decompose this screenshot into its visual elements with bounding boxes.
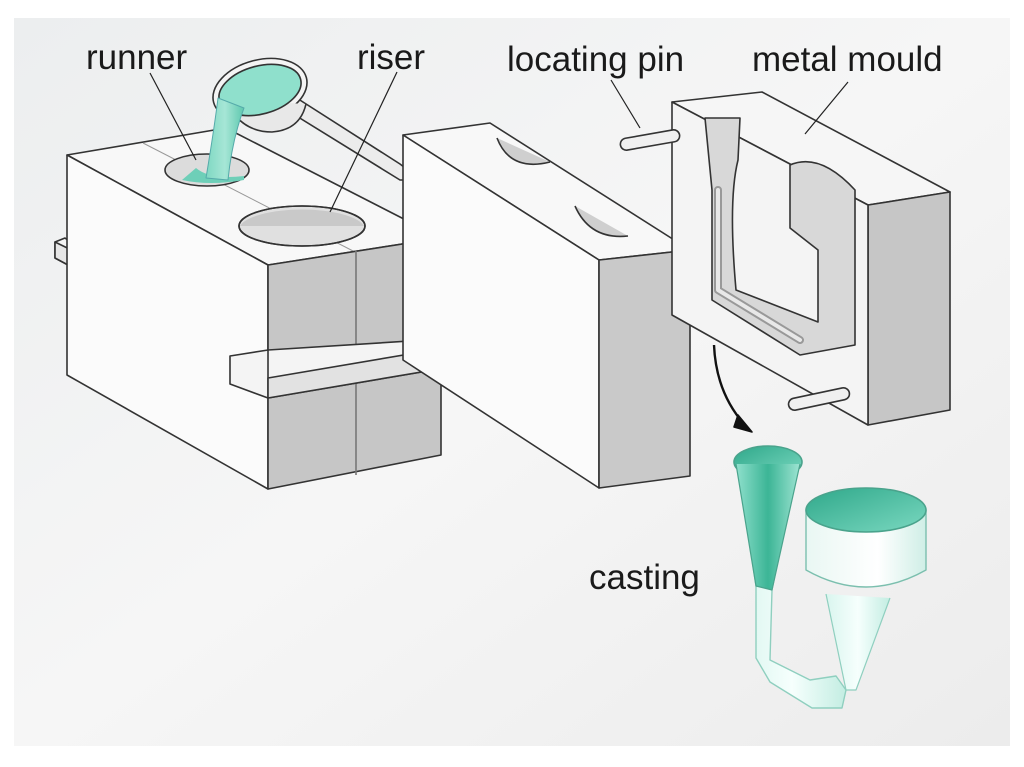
molten-metal-stream [205, 97, 245, 181]
mould-cavity [704, 117, 856, 356]
label-riser: riser [357, 38, 426, 77]
label-runner: runner [86, 38, 188, 77]
casting-part [733, 445, 927, 709]
process-arrow [712, 344, 753, 433]
label-locating-pin: locating pin [507, 40, 685, 79]
mould-half-middle [402, 122, 691, 489]
label-metal-mould: metal mould [752, 40, 943, 79]
mould-half-right [671, 91, 951, 426]
locating-pin-upper [619, 129, 681, 151]
locating-pin-lower [787, 387, 851, 411]
leader-lines [149, 71, 849, 213]
label-casting: casting [589, 558, 700, 597]
ladle [205, 57, 410, 181]
